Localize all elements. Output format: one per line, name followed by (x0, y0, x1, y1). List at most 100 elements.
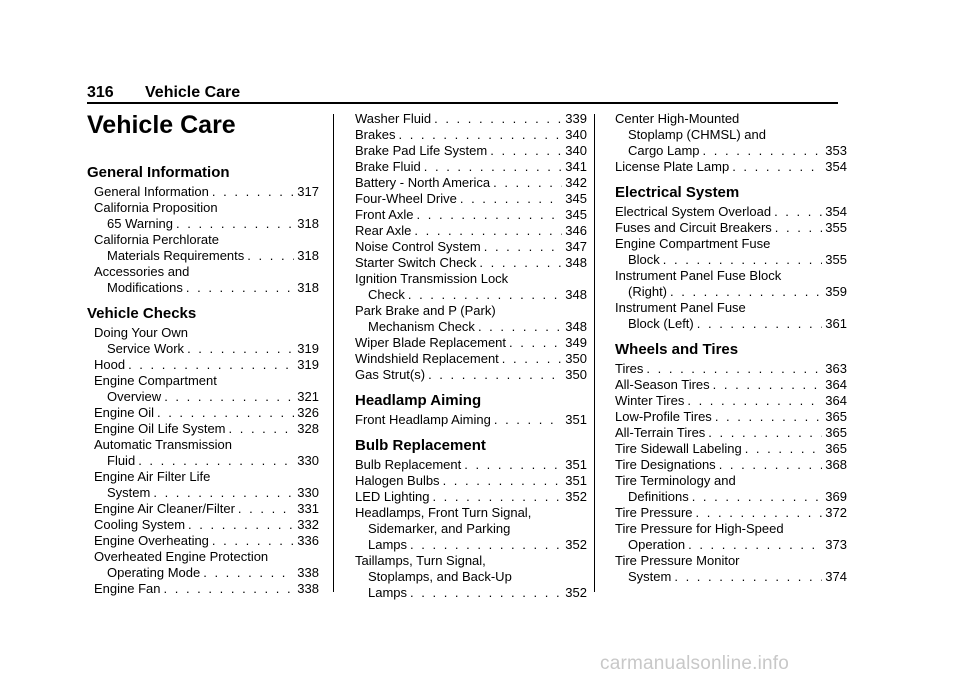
toc-entry[interactable]: License Plate Lamp354 (615, 159, 847, 175)
dot-leader (703, 143, 823, 159)
toc-entry[interactable]: All-Terrain Tires365 (615, 425, 847, 441)
toc-entry-title: Operating Mode (107, 565, 201, 580)
section-heading: General Information (87, 164, 230, 181)
toc-entry-title: Mechanism Check (368, 319, 475, 334)
toc-entry[interactable]: Engine Air Cleaner/Filter331 (87, 501, 319, 517)
toc-entry[interactable]: Brakes340 (355, 127, 587, 143)
toc-entry[interactable]: Tire Pressure for High-SpeedOperation373 (615, 521, 847, 553)
toc-entry-title: Halogen Bulbs (355, 473, 440, 488)
section-heading: Bulb Replacement (355, 437, 486, 454)
toc-entry[interactable]: Park Brake and P (Park)Mechanism Check34… (355, 303, 587, 335)
dot-leader (502, 351, 563, 367)
toc-entry[interactable]: Rear Axle346 (355, 223, 587, 239)
toc-page-number: 340 (565, 143, 587, 158)
toc-entry-title: All-Season Tires (615, 377, 710, 392)
toc-entry[interactable]: Battery - North America342 (355, 175, 587, 191)
toc-entry[interactable]: Starter Switch Check348 (355, 255, 587, 271)
dot-leader (188, 517, 294, 533)
toc-entry[interactable]: Tire Pressure MonitorSystem374 (615, 553, 847, 585)
toc-entry-text: Accessories and (94, 264, 190, 279)
toc-entry[interactable]: Hood319 (87, 357, 319, 373)
toc-entry[interactable]: Taillamps, Turn Signal,Stoplamps, and Ba… (355, 553, 587, 601)
dot-leader (663, 252, 823, 268)
toc-entry-title: Brake Pad Life System (355, 143, 488, 158)
toc-entry[interactable]: Four-Wheel Drive345 (355, 191, 587, 207)
header-section-title: Vehicle Care (145, 84, 241, 101)
toc-entry[interactable]: Tire Designations368 (615, 457, 847, 473)
header-rule (87, 102, 838, 104)
toc-page-number: 319 (297, 341, 319, 356)
toc-entry[interactable]: Automatic TransmissionFluid330 (87, 437, 319, 469)
toc-entry[interactable]: Tires363 (615, 361, 847, 377)
toc-entry[interactable]: Tire Sidewall Labeling365 (615, 441, 847, 457)
toc-entry-text: Overheated Engine Protection (94, 549, 269, 564)
dot-leader (432, 489, 562, 505)
toc-entry[interactable]: Cooling System332 (87, 517, 319, 533)
toc-page-number: 355 (825, 220, 847, 235)
toc-entry[interactable]: Front Axle345 (355, 207, 587, 223)
toc-entry[interactable]: Electrical System Overload354 (615, 204, 847, 220)
toc-page-number: 363 (825, 361, 847, 376)
dot-leader (186, 280, 294, 296)
toc-page-number: 373 (825, 537, 847, 552)
toc-page-number: 354 (825, 204, 847, 219)
toc-entry[interactable]: Noise Control System347 (355, 239, 587, 255)
toc-entry[interactable]: Headlamps, Front Turn Signal,Sidemarker,… (355, 505, 587, 553)
toc-entry[interactable]: Engine Compartment FuseBlock355 (615, 236, 847, 268)
toc-entry-text: California Perchlorate (94, 232, 220, 247)
dot-leader (715, 409, 822, 425)
toc-page-number: 330 (297, 453, 319, 468)
toc-entry[interactable]: LED Lighting352 (355, 489, 587, 505)
dot-leader (408, 287, 562, 303)
toc-entry[interactable]: Engine Fan338 (87, 581, 319, 597)
toc-entry[interactable]: Gas Strut(s)350 (355, 367, 587, 383)
toc-entry[interactable]: Tire Pressure372 (615, 505, 847, 521)
dot-leader (128, 357, 294, 373)
toc-entry[interactable]: Engine Air Filter LifeSystem330 (87, 469, 319, 501)
toc-entry[interactable]: Instrument Panel Fuse Block(Right)359 (615, 268, 847, 300)
dot-leader (229, 421, 295, 437)
toc-entry[interactable]: Ignition Transmission LockCheck348 (355, 271, 587, 303)
toc-entry[interactable]: Engine Oil Life System328 (87, 421, 319, 437)
toc-entry[interactable]: Bulb Replacement351 (355, 457, 587, 473)
toc-entry-text: Doing Your Own (94, 325, 188, 340)
toc-entry[interactable]: Windshield Replacement350 (355, 351, 587, 367)
toc-entry-title: Materials Requirements (107, 248, 245, 263)
toc-entry-title: Starter Switch Check (355, 255, 477, 270)
toc-column-2: Washer Fluid339Brakes340Brake Pad Life S… (355, 111, 587, 601)
toc-entry[interactable]: General Information317 (87, 184, 319, 200)
toc-entry[interactable]: Wiper Blade Replacement349 (355, 335, 587, 351)
dot-leader (138, 453, 294, 469)
toc-entry[interactable]: All-Season Tires364 (615, 377, 847, 393)
toc-page-number: 364 (825, 393, 847, 408)
toc-entry[interactable]: Tire Terminology andDefinitions369 (615, 473, 847, 505)
dot-leader (670, 284, 822, 300)
toc-entry[interactable]: Accessories andModifications318 (87, 264, 319, 296)
toc-entry[interactable]: Engine CompartmentOverview321 (87, 373, 319, 405)
toc-entry[interactable]: Halogen Bulbs 351 (355, 473, 587, 489)
dot-leader (688, 537, 822, 553)
toc-entry-title: Tire Designations (615, 457, 716, 472)
toc-entry[interactable]: Engine Oil326 (87, 405, 319, 421)
toc-page-number: 346 (565, 223, 587, 238)
toc-page-number: 365 (825, 409, 847, 424)
toc-entry-title: Engine Oil Life System (94, 421, 226, 436)
toc-page-number: 347 (565, 239, 587, 254)
toc-entry[interactable]: Engine Overheating336 (87, 533, 319, 549)
toc-entry[interactable]: Low-Profile Tires365 (615, 409, 847, 425)
toc-entry[interactable]: Fuses and Circuit Breakers355 (615, 220, 847, 236)
dot-leader (153, 485, 294, 501)
toc-entry-title: Brake Fluid (355, 159, 421, 174)
toc-entry[interactable]: Front Headlamp Aiming351 (355, 412, 587, 428)
toc-page-number: 351 (565, 473, 587, 488)
toc-entry[interactable]: Winter Tires364 (615, 393, 847, 409)
toc-entry[interactable]: Brake Pad Life System 340 (355, 143, 587, 159)
toc-entry[interactable]: Washer Fluid339 (355, 111, 587, 127)
toc-entry[interactable]: Brake Fluid341 (355, 159, 587, 175)
